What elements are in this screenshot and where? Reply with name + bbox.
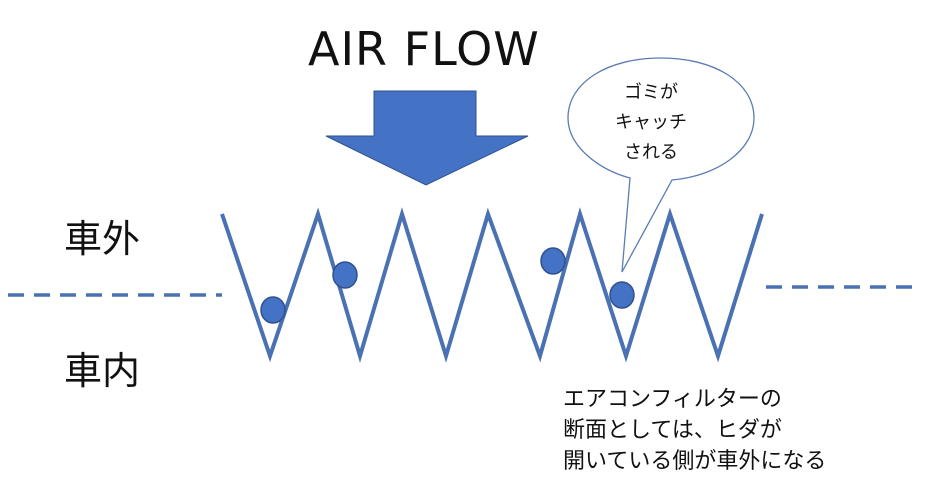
dust-particle — [540, 247, 566, 275]
inside-car-label: 車内 — [64, 349, 141, 393]
dust-particle — [609, 281, 635, 309]
callout-line: キャッチ — [615, 112, 687, 133]
callout-line: ゴミが — [624, 82, 678, 103]
filter-pleat-zigzag — [220, 207, 764, 364]
dust-particle — [260, 296, 286, 324]
caption-text: エアコンフィルターの 断面としては、ヒダが 開いている側が車外になる — [563, 384, 826, 477]
callout-line: される — [624, 142, 678, 163]
callout-bubble — [567, 57, 755, 273]
caption-line: 断面としては、ヒダが — [563, 418, 782, 443]
caption-line: 開いている側が車外になる — [563, 449, 827, 474]
airflow-title: AIR FLOW — [308, 22, 540, 76]
outside-car-label: 車外 — [64, 217, 141, 261]
caption-line: エアコンフィルターの — [563, 387, 782, 412]
callout-text: ゴミが キャッチ される — [592, 78, 710, 168]
dust-particle — [332, 261, 358, 289]
airflow-arrow — [325, 90, 529, 186]
